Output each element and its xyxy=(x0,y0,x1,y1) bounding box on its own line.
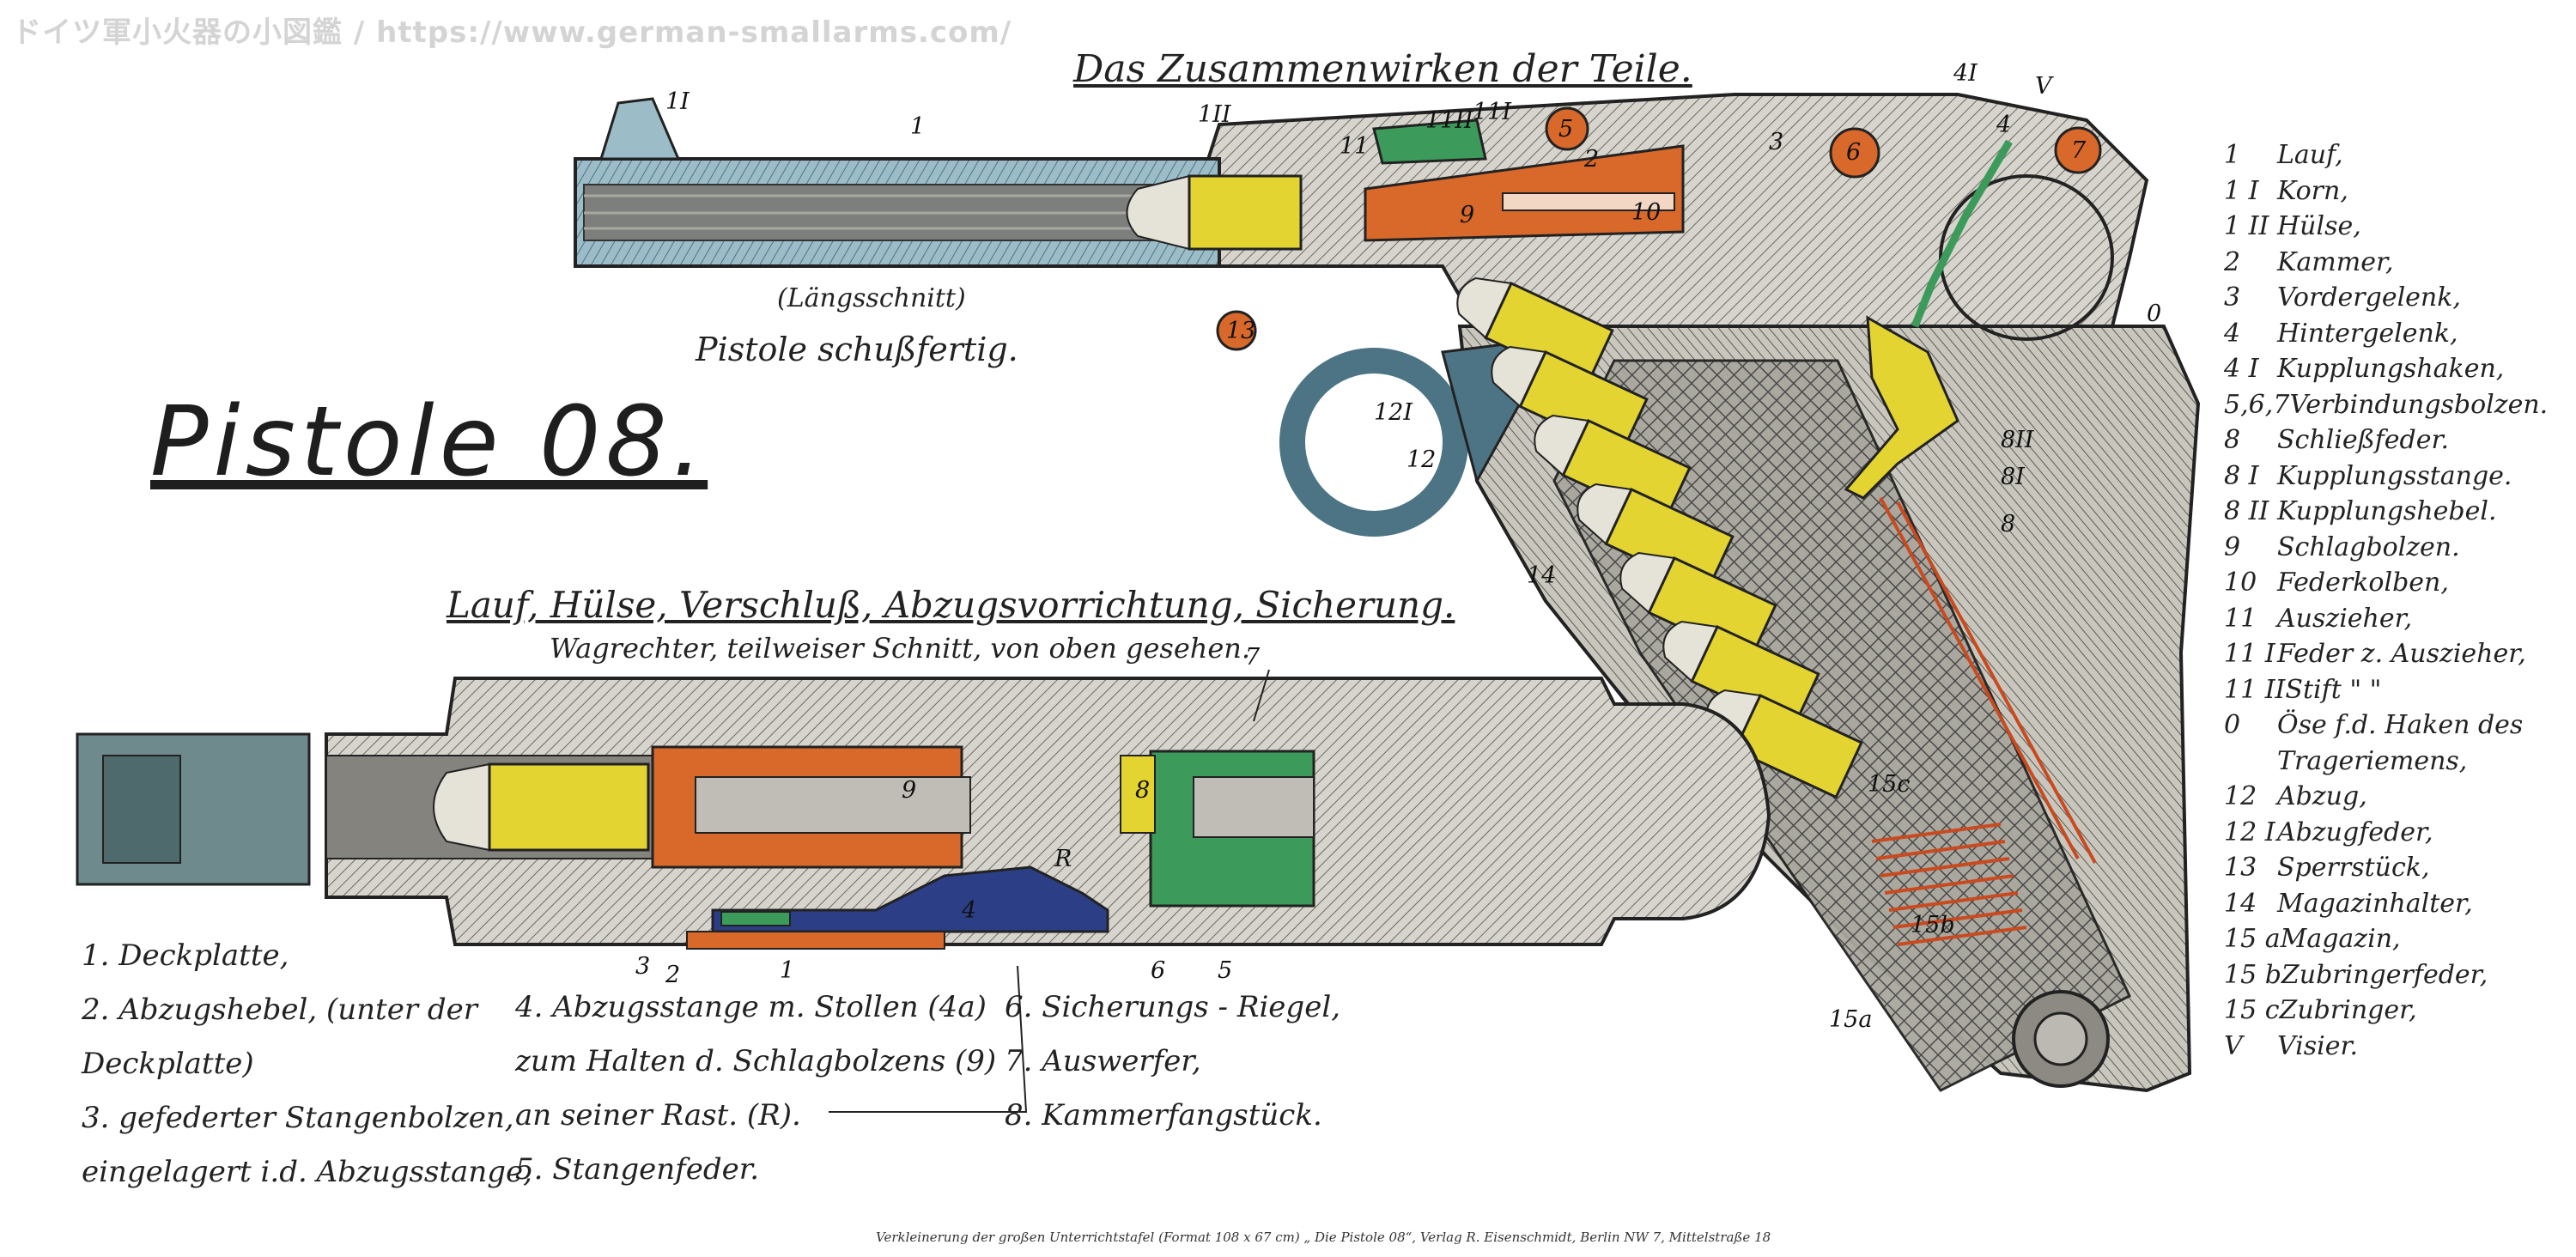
part-label: 7 xyxy=(1245,644,1261,671)
caption: Pistole schußfertig. xyxy=(696,331,1018,368)
part-label: 11I xyxy=(1473,99,1512,125)
legend-item: 5,6,7Verbindungsbolzen. xyxy=(2224,389,2549,420)
part-label: 7 xyxy=(2071,137,2087,164)
part-label: 8II xyxy=(2001,427,2034,453)
part-label: 0 xyxy=(2147,301,2162,327)
part-label: 12 xyxy=(1406,446,1437,473)
legend-bottom-col3: 6. Sicherungs - Riegel, 7. Auswerfer, 8.… xyxy=(1005,981,1340,1143)
legend-line: zum Halten d. Schlagbolzens (9) xyxy=(515,1044,997,1078)
part-label: 8 xyxy=(2001,511,2016,537)
legend-line: eingelagert i.d. Abzugsstange, xyxy=(82,1155,532,1189)
legend-bottom-col2: 4. Abzugsstange m. Stollen (4a) zum Halt… xyxy=(515,981,996,1197)
part-label: V xyxy=(2035,73,2052,100)
part-label: 4 xyxy=(1996,112,2012,138)
part-label: 3 xyxy=(635,953,651,980)
legend-bottom-col1: 1. Deckplatte, 2. Abzugshebel, (unter de… xyxy=(82,929,532,1199)
footer-credit: Verkleinerung der großen Unterrichtstafe… xyxy=(876,1230,1771,1245)
legend-line: 2. Abzugshebel, (unter der xyxy=(82,993,478,1027)
legend-item: 12 IAbzugfeder, xyxy=(2224,817,2433,847)
legend-line: Deckplatte) xyxy=(82,1047,254,1081)
part-label: 15c xyxy=(1868,771,1911,798)
legend-line: 7. Auswerfer, xyxy=(1005,1044,1201,1078)
part-label: 10 xyxy=(1631,199,1662,226)
part-label: 5 xyxy=(1218,957,1233,984)
magazine-cartridges xyxy=(1456,276,1863,799)
pistol-top-view xyxy=(574,93,2201,1093)
part-label: 2 xyxy=(665,962,681,988)
legend-item: 15 cZubringer, xyxy=(2224,995,2417,1025)
part-label: 5 xyxy=(1558,116,1574,143)
sub-title: Lauf, Hülse, Verschluß, Abzugsvorrichtun… xyxy=(447,584,1455,626)
part-label: 4 xyxy=(962,897,977,924)
legend-line: 1. Deckplatte, xyxy=(82,938,289,973)
sub-subtitle: Wagrechter, teilweiser Schnitt, von oben… xyxy=(550,632,1251,665)
legend-line: 5. Stangenfeder. xyxy=(515,1152,760,1187)
part-label: 9 xyxy=(902,777,917,804)
part-label: 2 xyxy=(1584,146,1600,173)
main-title: Das Zusammenwirken der Teile. xyxy=(1073,47,1692,91)
part-label: 1I xyxy=(665,88,690,115)
part-label: 6 xyxy=(1846,139,1862,166)
part-label: 1 xyxy=(780,957,795,984)
part-label: 13 xyxy=(1226,318,1256,344)
legend-item: 11 IFeder z. Auszieher, xyxy=(2224,639,2526,669)
pistol-sectional-view xyxy=(76,677,1771,950)
part-label: 1II xyxy=(1198,101,1231,128)
legend-item: Trageriemens, xyxy=(2277,745,2468,776)
part-label: 3 xyxy=(1769,129,1784,155)
part-label: 12I xyxy=(1374,399,1413,426)
part-label: 15b xyxy=(1911,912,1955,938)
part-label: R xyxy=(1054,846,1072,872)
legend-item: 15 aMagazin, xyxy=(2224,924,2401,954)
recoil-spring xyxy=(1879,497,2097,864)
legend-line: 4. Abzugsstange m. Stollen (4a) xyxy=(515,990,987,1024)
part-label: 14 xyxy=(1527,562,1557,589)
legend-line: 3. gefederter Stangenbolzen, xyxy=(82,1101,514,1135)
part-label: 15a xyxy=(1829,1006,1873,1033)
part-label: 1 xyxy=(910,113,926,140)
part-label: 8 xyxy=(1135,777,1151,804)
part-label: 6 xyxy=(1151,957,1166,984)
legend-item: 15 bZubringerfeder, xyxy=(2224,959,2488,990)
legend-line: 6. Sicherungs - Riegel, xyxy=(1005,990,1340,1024)
part-label: 11II xyxy=(1425,107,1473,134)
part-label: 8I xyxy=(2001,464,2025,490)
part-label: 4I xyxy=(1953,60,1978,87)
pistol-title: Pistole 08. xyxy=(150,386,708,498)
legend-line: 8. Kammerfangstück. xyxy=(1005,1098,1322,1133)
site-header: ドイツ軍小火器の小図鑑 / https://www.german-smallar… xyxy=(12,15,1012,50)
section-label: (Längsschnitt) xyxy=(777,283,966,313)
legend-line: an seiner Rast. (R). xyxy=(515,1098,801,1133)
part-label: 9 xyxy=(1460,202,1475,228)
legend-item: 11 IIStift " " xyxy=(2224,674,2382,705)
part-label: 11 xyxy=(1340,133,1370,160)
